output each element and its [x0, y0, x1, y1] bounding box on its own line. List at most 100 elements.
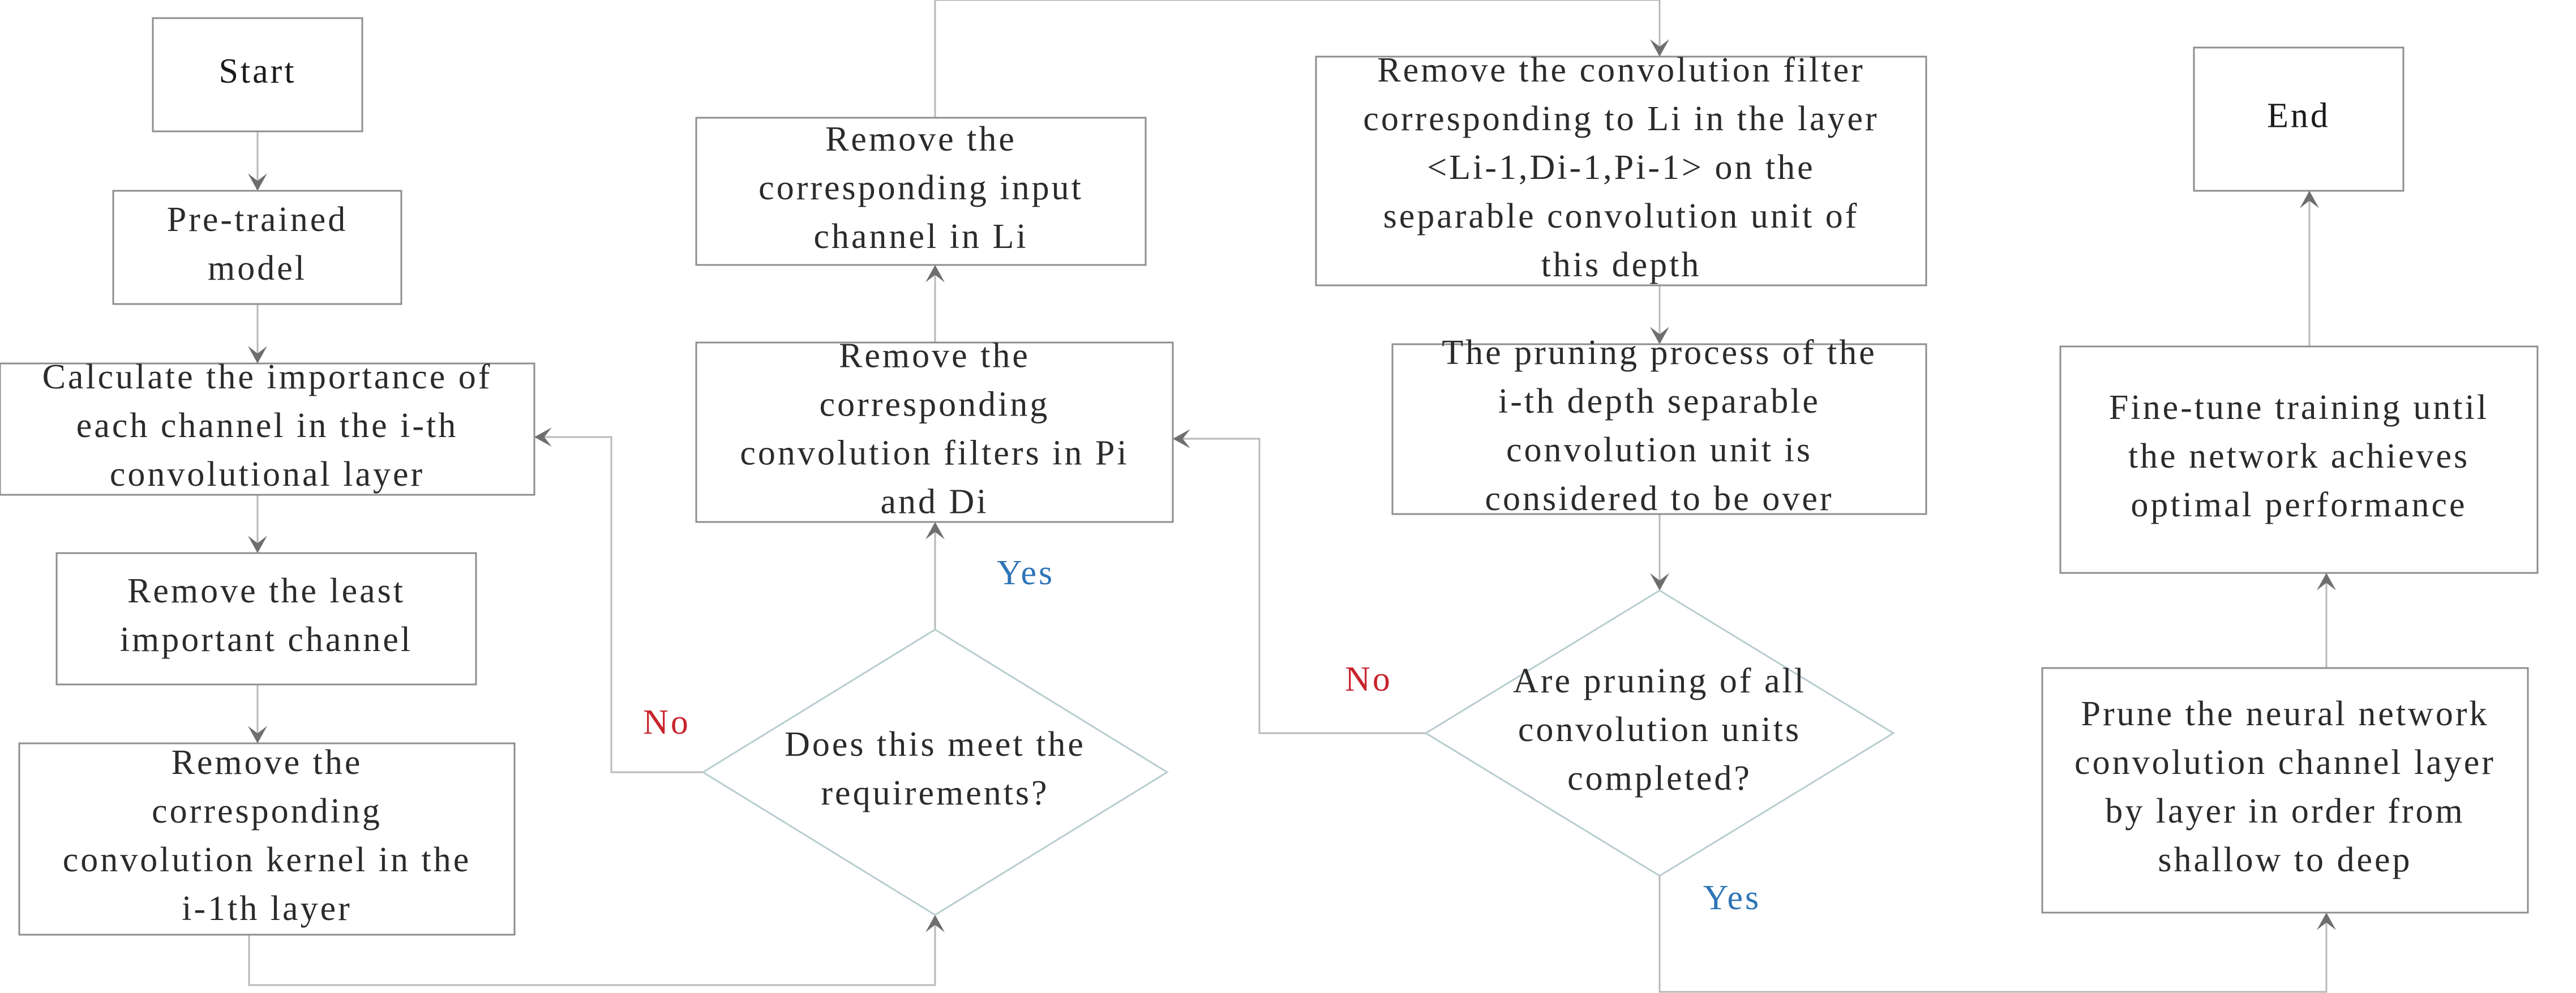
node-pruning-over: The pruning process of the i-th depth sep… — [1391, 333, 1927, 518]
edge-decision-yes-to-filters-arrowhead — [925, 522, 945, 540]
remove_filter_li-text-line-5: this depth — [1541, 246, 1701, 284]
node-pretrained: Pre-trained model — [112, 190, 402, 305]
edge-decision-no-to-calc-arrowhead — [534, 427, 552, 447]
prune_network-text-line-4: shallow to deep — [2158, 841, 2412, 879]
edge-remove-least-to-kernel-arrowhead — [248, 726, 267, 743]
calc-importance-box — [0, 362, 535, 496]
edge-filters-to-input — [925, 265, 945, 343]
remove_filter_li-text-line-1: Remove the convolution filter — [1377, 51, 1865, 89]
remove_filters_pd-text-line-3: convolution filters in Pi — [740, 434, 1129, 473]
edge-input-to-filter-li-arrowhead — [1650, 39, 1669, 57]
decision_all_units-text-line-1: Are pruning of all — [1513, 662, 1806, 700]
remove_filter_li-text-line-3: <Li-1,Di-1,Pi-1> on the — [1427, 148, 1815, 187]
node-decision-requirements: Does this meet the requirements? — [701, 628, 1169, 916]
edge-prune-to-finetune — [2317, 573, 2336, 668]
edge-calc-to-remove-least — [248, 495, 267, 553]
edge-pretrained-to-calc-arrowhead — [248, 346, 267, 363]
edge-prune-to-finetune-arrowhead — [2317, 573, 2336, 590]
pruning_over-text-line-1: The pruning process of the — [1442, 333, 1877, 372]
decision_all_units-text-line-2: convolution units — [1518, 710, 1801, 749]
edge-decision2-yes-to-prune-line — [1658, 876, 2328, 993]
remove_input_channel-text-line-2: corresponding input — [758, 169, 1083, 207]
end-box — [2193, 46, 2404, 192]
edge-start-to-pretrained-arrowhead — [248, 173, 267, 191]
edge-filters-to-input-arrowhead — [925, 265, 945, 283]
remove_filters_pd-text-line-2: corresponding — [820, 386, 1050, 424]
finetune-box — [2059, 345, 2539, 574]
edge-pretrained-to-calc — [248, 304, 267, 363]
node-start: Start — [152, 17, 363, 132]
remove_input_channel-text-line-1: Remove the — [825, 120, 1017, 159]
remove-kernel-box — [18, 742, 516, 936]
edge-finetune-to-end — [2300, 191, 2319, 346]
prune-network-box — [2041, 667, 2529, 914]
node-prune-network: Prune the neural network convolution chan… — [2041, 667, 2529, 914]
finetune-text-line-3: optimal performance — [2131, 486, 2467, 524]
edge-filter-li-to-over — [1650, 285, 1669, 344]
pruning_over-text-line-4: considered to be over — [1485, 480, 1834, 518]
node-remove-input-channel: Remove the corresponding input channel in … — [695, 117, 1147, 266]
edge-decision2-yes-to-prune-arrowhead — [2317, 913, 2336, 930]
pretrained-text-line-1: Pre-trained — [167, 200, 348, 239]
remove_kernel-text-line-3: convolution kernel in the — [63, 841, 472, 879]
edge-decision-yes-to-filters — [925, 522, 945, 630]
edge-input-to-filter-li — [934, 0, 1669, 118]
edge-label-no-1: No — [643, 703, 691, 742]
edge-over-to-decision2 — [1650, 514, 1669, 590]
edge-calc-to-remove-least-arrowhead — [248, 536, 267, 553]
edge-decision-no-to-calc-line — [534, 436, 703, 773]
edge-over-to-decision2-arrowhead — [1650, 573, 1669, 590]
edge-filter-li-to-over-arrowhead — [1650, 327, 1669, 344]
edge-label-yes-1: Yes — [997, 554, 1055, 592]
finetune-text-line-1: Fine-tune training until — [2109, 388, 2489, 427]
edge-label-no-2: No — [1345, 660, 1392, 699]
start-box — [152, 17, 363, 132]
remove-input-channel-box — [695, 117, 1147, 266]
prune_network-text-line-1: Prune the neural network — [2081, 695, 2489, 733]
node-finetune: Fine-tune training until the network achi… — [2059, 345, 2539, 574]
remove-filters-pd-box — [695, 341, 1174, 523]
edge-decision2-no-to-filters-arrowhead — [1173, 429, 1190, 448]
pruning-over-box — [1391, 343, 1927, 515]
calc_importance-text-line-2: each channel in the i-th — [76, 406, 458, 445]
start-text-line-1: Start — [218, 52, 296, 91]
decision_requirements-text-line-1: Does this meet the — [785, 725, 1086, 764]
remove_filter_li-text-line-4: separable convolution unit of — [1383, 197, 1859, 236]
edge-label-yes-2: Yes — [1703, 879, 1761, 917]
edge-start-to-pretrained — [248, 131, 267, 191]
decision_all_units-text-line-3: completed? — [1567, 759, 1752, 798]
pruning_over-text-line-2: i-th depth separable — [1498, 382, 1820, 421]
pruning_over-text-line-3: convolution unit is — [1506, 431, 1812, 469]
remove_least-text-line-2: important channel — [120, 620, 413, 659]
node-decision-all-units: Are pruning of all convolution units compl… — [1424, 589, 1895, 877]
node-remove-filters-pd: Remove the corresponding convolution filte… — [695, 337, 1174, 523]
node-end: End — [2193, 46, 2404, 192]
flowchart-edges — [248, 0, 2336, 993]
prune_network-text-line-2: convolution channel layer — [2074, 743, 2496, 782]
pretrained-box — [112, 190, 402, 305]
pretrained-text-line-2: model — [208, 249, 307, 288]
remove_filter_li-text-line-2: corresponding to Li in the layer — [1363, 100, 1879, 138]
remove_kernel-text-line-4: i-1th layer — [182, 889, 352, 928]
edge-kernel-to-decision — [248, 915, 945, 986]
edge-input-to-filter-li-line — [934, 0, 1661, 118]
remove_filters_pd-text-line-1: Remove the — [839, 337, 1030, 375]
edge-decision-no-to-calc — [534, 427, 703, 773]
end-text-line-1: End — [2267, 97, 2330, 135]
edge-decision2-no-to-filters-line — [1173, 438, 1426, 734]
edge-decision2-yes-to-prune — [1658, 876, 2336, 993]
edge-remove-least-to-kernel — [248, 684, 267, 743]
remove_input_channel-text-line-3: channel in Li — [813, 217, 1028, 256]
edge-kernel-to-decision-line — [248, 915, 936, 986]
remove_kernel-text-line-1: Remove the — [172, 743, 363, 782]
remove-filter-li-box — [1315, 55, 1927, 286]
decision_requirements-text-line-2: requirements? — [821, 774, 1049, 812]
prune_network-text-line-3: by layer in order from — [2105, 792, 2464, 831]
calc_importance-text-line-3: convolutional layer — [110, 455, 425, 494]
finetune-text-line-2: the network achieves — [2128, 437, 2470, 476]
